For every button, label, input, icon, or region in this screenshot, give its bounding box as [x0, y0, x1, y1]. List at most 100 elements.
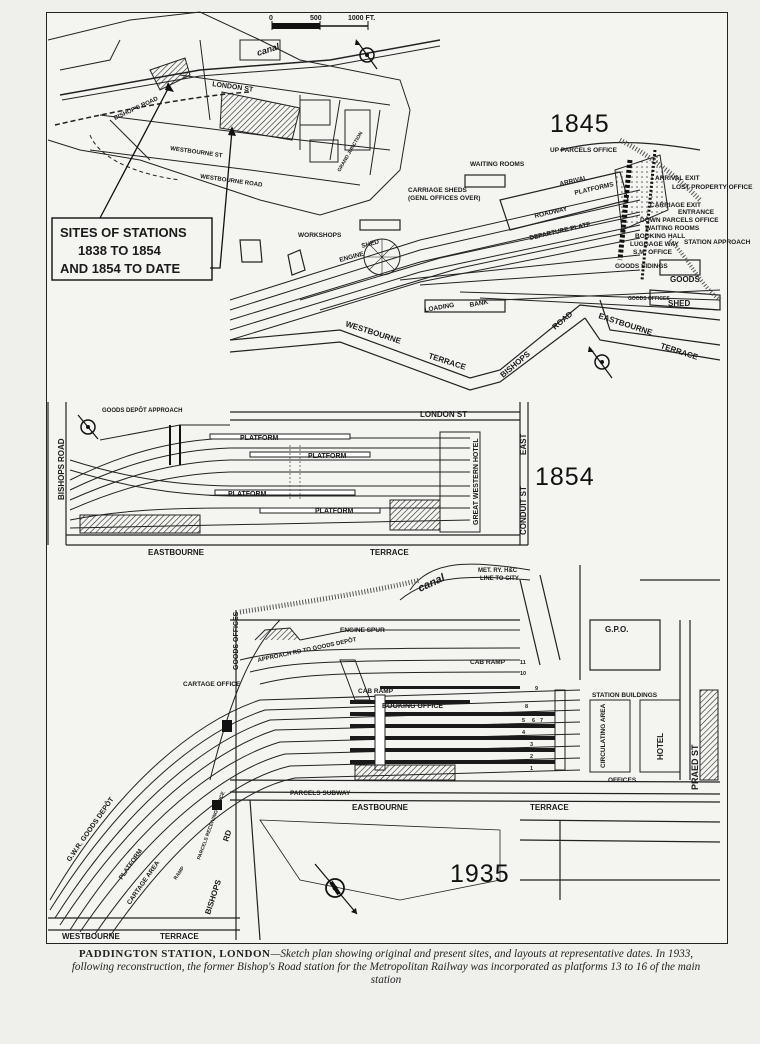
label-platform-2: PLATFORM — [308, 453, 347, 460]
label-terrace-east: TERRACE — [659, 341, 699, 362]
platform-numbers: 1 2 3 4 5 6 7 8 9 10 11 — [520, 660, 543, 772]
site-1854-station — [219, 91, 301, 141]
year-1845: 1845 — [550, 110, 610, 138]
label-waiting-rooms-2: WAITING ROOMS — [645, 225, 700, 232]
label-road-1854: ROAD — [57, 438, 66, 462]
label-line-to-city: LINE TO CITY — [480, 576, 519, 582]
label-westbourne-road: WESTBOURNE ROAD — [200, 174, 264, 189]
label-offices: OFFICES — [608, 777, 637, 784]
praed-st-station — [699, 689, 719, 781]
plan-1854: GOODS DEPÔT APPROACH LONDON ST BISHOPS R… — [47, 402, 594, 557]
label-waiting-rooms: WAITING ROOMS — [470, 161, 525, 168]
label-shed-2: SHED — [668, 299, 690, 308]
label-cab-ramp-2: CAB RAMP — [358, 688, 394, 695]
label-platform-1: PLATFORM — [240, 435, 279, 442]
label-eastbourne-1854: EASTBOURNE — [148, 548, 205, 557]
label-lost-property: LOST PROPERTY OFFICE — [672, 184, 753, 191]
label-east: EAST — [519, 434, 528, 455]
label-eastbourne: EASTBOURNE — [597, 311, 654, 337]
label-goods: GOODS — [670, 275, 700, 284]
label-london-st-1854: LONDON ST — [420, 410, 467, 419]
label-westbourne-1935: WESTBOURNE — [62, 932, 120, 941]
label-station-approach: STATION APPROACH — [684, 239, 751, 246]
label-genl-offices: (GENL OFFICES OVER) — [408, 195, 480, 202]
label-station-buildings: STATION BUILDINGS — [592, 692, 658, 699]
scale-tick-0: 0 — [269, 15, 273, 22]
platform-number: 11 — [520, 660, 526, 666]
platform-number: 9 — [535, 686, 538, 692]
plan-1935: MET. RY. H&C LINE TO CITY canal ENGINE S… — [48, 563, 721, 941]
caption-title: PADDINGTON STATION, LONDON — [78, 948, 271, 960]
label-hotel: HOTEL — [656, 733, 665, 760]
label-workshops: WORKSHOPS — [298, 232, 342, 239]
label-departure-platf: DEPARTURE PLATF — [529, 221, 591, 242]
label-terrace-1935: TERRACE — [530, 803, 569, 812]
great-western-hotel-block — [439, 431, 481, 533]
label-eastbourne-1935: EASTBOURNE — [352, 803, 409, 812]
scale-tick-500: 500 — [310, 15, 322, 22]
site-1838-station — [149, 57, 191, 91]
platform-number: 7 — [540, 718, 543, 724]
label-london-st: LONDON ST — [212, 81, 255, 94]
label-ramp: RAMP — [173, 865, 187, 881]
sites-note-line-3: AND 1854 TO DATE — [60, 261, 180, 276]
label-bank: BANK — [469, 299, 489, 309]
label-bishops: BISHOPS — [499, 349, 533, 379]
label-terrace2-1935: TERRACE — [160, 932, 199, 941]
sites-note-line-1: SITES OF STATIONS — [60, 225, 187, 240]
label-platform-1935: PLATFORM — [118, 848, 144, 881]
label-bishops-1935: BISHOPS — [203, 878, 223, 916]
platform-number: 2 — [530, 754, 533, 760]
platform-number: 3 — [530, 742, 533, 748]
plan-1845: SITES OF STATIONS 1838 TO 1854 AND 1854 … — [47, 11, 753, 391]
label-sm-office: S.M. OFFICE — [633, 249, 673, 256]
label-conduit-st: CONDUIT ST — [519, 486, 528, 535]
label-booking-office: BOOKING OFFICE — [382, 703, 443, 710]
label-terrace: TERRACE — [427, 351, 467, 372]
label-goods-offices: GOODS OFFICES — [233, 611, 240, 670]
label-engine-spur: ENGINE SPUR — [340, 627, 385, 634]
label-up-parcels-office: UP PARCELS OFFICE — [550, 147, 618, 154]
roads-1845 — [229, 141, 721, 391]
label-terrace-1854: TERRACE — [370, 548, 409, 557]
label-down-parcels: DOWN PARCELS OFFICE — [640, 217, 719, 224]
platform-number: 4 — [522, 730, 526, 736]
label-arrival: ARRIVAL — [559, 175, 588, 188]
caption-text: —Sketch plan showing original and presen… — [71, 948, 701, 986]
scale-tick-1000: 1000 FT. — [348, 15, 375, 22]
north-arrow-icon — [588, 346, 613, 379]
platforms-1854 — [209, 433, 381, 514]
label-cab-ramp: CAB RAMP — [470, 659, 506, 666]
sites-note: SITES OF STATIONS 1838 TO 1854 AND 1854 … — [51, 82, 236, 281]
label-met-ry: MET. RY. H&C — [478, 568, 518, 574]
label-cartage-office: CARTAGE OFFICE — [183, 681, 241, 688]
cab-ramp-bridge — [339, 659, 371, 701]
label-canal-1935: canal — [416, 572, 447, 595]
label-platform-3: PLATFORM — [228, 491, 267, 498]
station-buildings-1845 — [614, 154, 669, 231]
label-parcels-subway: PARCELS SUBWAY — [290, 790, 351, 797]
tracks-1845 — [229, 189, 721, 341]
label-circulating-area: CIRCULATING AREA — [600, 703, 607, 768]
label-westbourne-st: WESTBOURNE ST — [170, 146, 223, 159]
inset-street-map — [47, 11, 441, 216]
label-shed: SHED — [361, 238, 381, 250]
buildings-1854 — [389, 499, 441, 531]
caption: PADDINGTON STATION, LONDON—Sketch plan s… — [66, 948, 706, 987]
label-canal: canal — [256, 41, 281, 58]
label-luggage-way: LUGGAGE WAY — [630, 241, 680, 248]
label-entrance: ENTRANCE — [678, 209, 715, 216]
label-parcels-receiving: PARCELS RECEIVING OFFICE — [196, 790, 227, 860]
platform-number: 8 — [525, 704, 528, 710]
platform-number: 5 — [522, 718, 525, 724]
label-goods-offices: GOODS OFFICES — [628, 296, 670, 302]
scale-bar: 0 500 1000 FT. — [269, 15, 375, 30]
label-carriage-sheds: CARRIAGE SHEDS — [408, 187, 468, 194]
label-booking-hall: BOOKING HALL — [635, 233, 685, 240]
label-praed-st: PRAED ST — [690, 744, 700, 790]
year-1935: 1935 — [450, 860, 510, 888]
platform-number: 10 — [520, 671, 526, 677]
label-arrival-exit: ARRIVAL EXIT — [655, 175, 700, 182]
tracks-1935 — [49, 619, 581, 937]
